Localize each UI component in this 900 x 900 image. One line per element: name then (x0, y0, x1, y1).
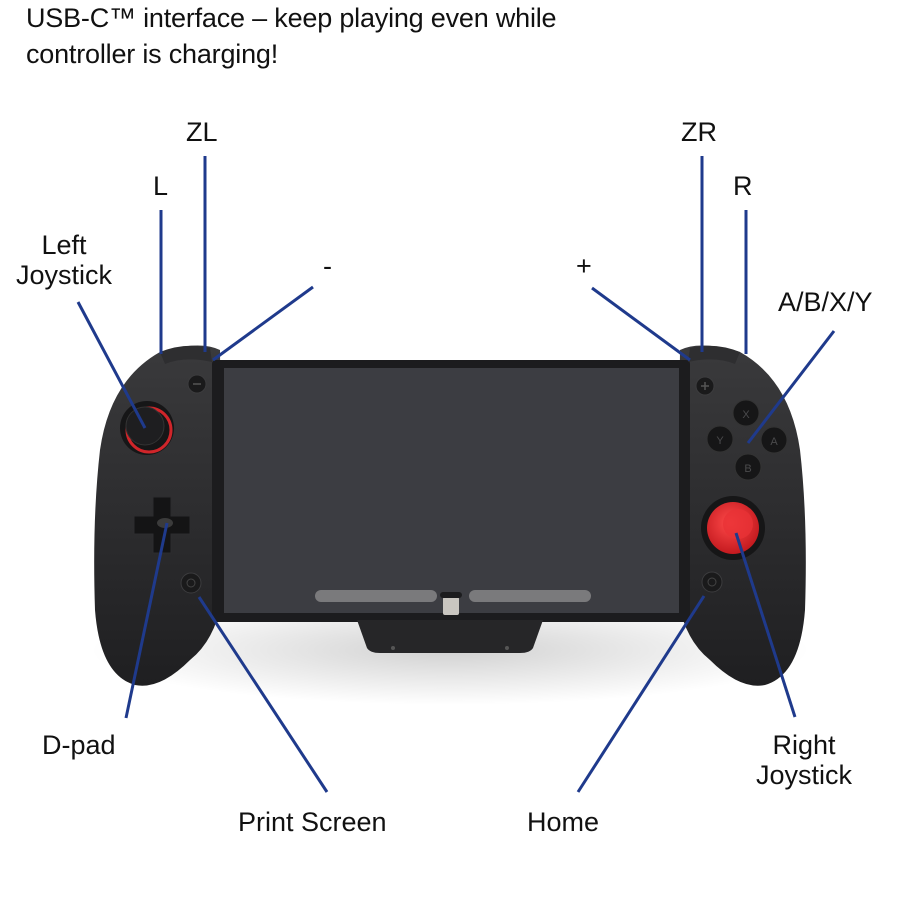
face-button-y[interactable]: Y (706, 425, 734, 453)
label-abxy: A/B/X/Y (778, 287, 873, 317)
usb-c-connector-icon (443, 597, 459, 615)
label-plus: + (576, 251, 592, 281)
svg-text:A: A (770, 436, 778, 448)
d-pad[interactable] (133, 496, 191, 554)
right-joystick[interactable] (701, 496, 765, 560)
headline-line-2: controller is charging! (26, 39, 279, 69)
label-r: R (733, 171, 753, 201)
screen-area (224, 368, 679, 613)
face-button-x[interactable]: X (732, 399, 760, 427)
headline: USB-C™ interface – keep playing even whi… (26, 0, 557, 72)
dock-bracket (357, 620, 543, 653)
label-print-screen: Print Screen (238, 807, 387, 837)
svg-text:Y: Y (716, 435, 724, 447)
label-l: L (153, 171, 169, 201)
svg-text:B: B (744, 463, 751, 475)
label-zl: ZL (186, 117, 218, 147)
label-left-joystick: Left Joystick (15, 230, 113, 290)
minus-button[interactable] (187, 374, 207, 394)
label-right-joystick: Right Joystick (755, 730, 853, 790)
left-joystick[interactable] (120, 401, 174, 455)
label-minus: - (323, 251, 332, 281)
leader-lines (76, 156, 836, 793)
plus-button[interactable] (695, 376, 715, 396)
svg-text:X: X (742, 409, 750, 421)
home-button[interactable] (701, 571, 723, 593)
headline-line-1: USB-C™ interface – keep playing even whi… (26, 3, 557, 33)
left-shoulder-bumper[interactable] (160, 345, 212, 364)
right-slot (469, 590, 591, 602)
label-zr: ZR (681, 117, 717, 147)
face-button-b[interactable]: B (734, 453, 762, 481)
label-dpad: D-pad (42, 730, 116, 760)
face-button-a[interactable]: A (760, 426, 788, 454)
left-slot (315, 590, 437, 602)
label-home: Home (527, 807, 600, 837)
print-screen-button[interactable] (180, 572, 202, 594)
